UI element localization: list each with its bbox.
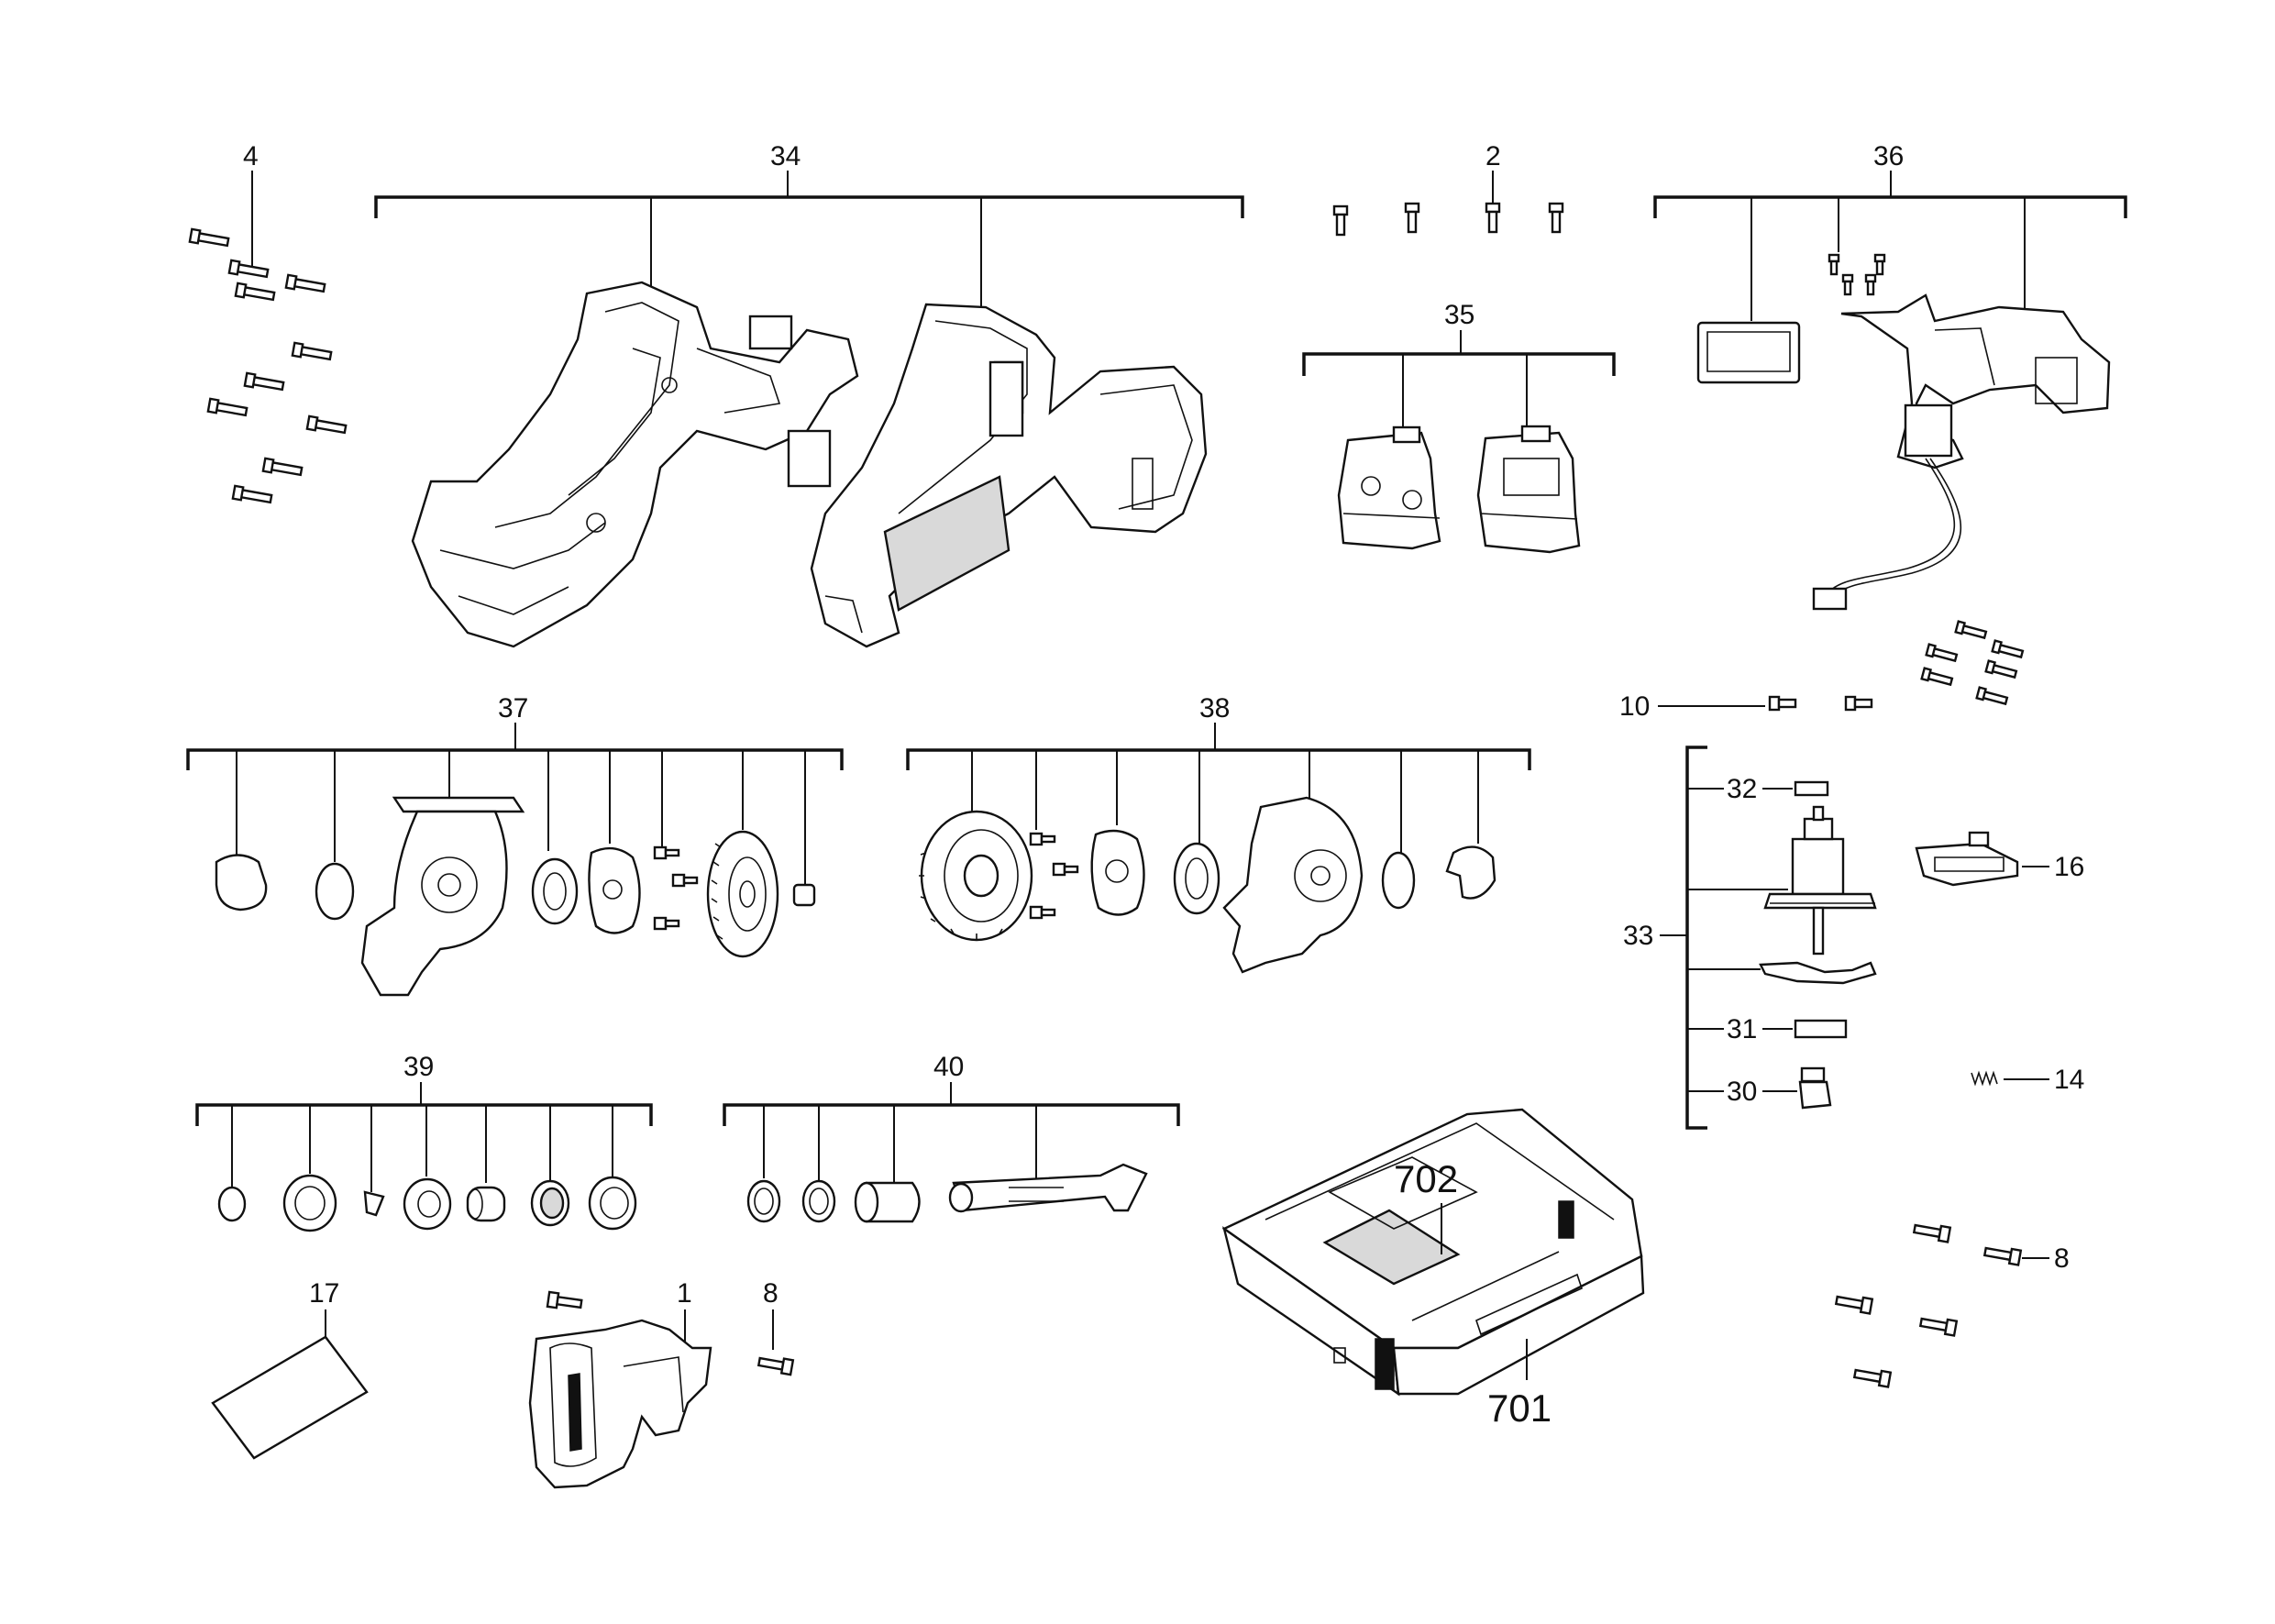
label-sticker-17 [211, 1335, 369, 1460]
label-39: 39 [403, 1052, 434, 1082]
callout-4: 4 [243, 141, 259, 266]
label-31: 31 [1727, 1014, 1757, 1044]
callout-35: 35 [1302, 300, 1616, 440]
gear-housing-right [1476, 425, 1581, 554]
screw-set-8-right [1834, 1223, 2023, 1388]
label-4: 4 [243, 141, 259, 171]
callout-17: 17 [309, 1278, 339, 1339]
callout-702: 702 [1394, 1157, 1458, 1254]
part-16 [1915, 831, 2019, 887]
part-30 [1798, 1066, 1832, 1110]
parts-40 [746, 1163, 1148, 1223]
part-32 [1794, 780, 1829, 797]
callout-40: 40 [723, 1052, 1180, 1192]
label-36: 36 [1873, 141, 1904, 171]
callout-34: 34 [374, 141, 1244, 312]
label-701: 701 [1487, 1386, 1552, 1430]
label-14: 14 [2054, 1065, 2084, 1095]
housing-half-left [411, 281, 859, 648]
gear-train-38 [919, 796, 1496, 974]
label-30: 30 [1727, 1077, 1757, 1107]
label-2: 2 [1485, 141, 1501, 171]
callout-30: 30 [1727, 1077, 1797, 1107]
motor-plate [1759, 961, 1877, 985]
callout-8-left: 8 [763, 1278, 779, 1350]
part-14 [1971, 1070, 1998, 1087]
callout-31: 31 [1727, 1014, 1793, 1044]
label-37: 37 [498, 693, 528, 724]
label-10: 10 [1619, 691, 1650, 722]
callout-14: 14 [2004, 1065, 2084, 1095]
callout-36: 36 [1653, 141, 2127, 321]
callout-32: 32 [1727, 774, 1793, 804]
parts-39 [217, 1174, 637, 1232]
gear-housing-left [1337, 425, 1441, 550]
part-31 [1794, 1019, 1848, 1039]
label-33: 33 [1623, 921, 1653, 951]
label-8-right: 8 [2054, 1243, 2070, 1274]
screw-8-left [756, 1356, 795, 1376]
switch-assembly [1696, 253, 2111, 611]
label-16: 16 [2054, 852, 2084, 882]
screw-set-2 [1332, 202, 1564, 237]
housing-half-right [810, 303, 1208, 648]
gear-train-37 [215, 796, 816, 997]
label-702: 702 [1394, 1157, 1458, 1200]
label-8-left: 8 [763, 1278, 779, 1309]
carry-case [1221, 1108, 1645, 1397]
front-shoe-1 [528, 1290, 712, 1489]
label-34: 34 [770, 141, 801, 171]
motor-33 [1763, 805, 1877, 956]
screw-set-36 [1920, 620, 2025, 706]
label-35: 35 [1444, 300, 1474, 330]
callout-39: 39 [195, 1052, 653, 1192]
screw-set-4 [188, 227, 348, 504]
label-32: 32 [1727, 774, 1757, 804]
callout-8-right: 8 [2022, 1243, 2070, 1274]
callout-38: 38 [906, 693, 1531, 853]
label-1: 1 [677, 1278, 692, 1309]
callout-10: 10 [1619, 691, 1765, 722]
callout-33: 33 [1623, 746, 1788, 1130]
callout-37: 37 [186, 693, 844, 888]
label-40: 40 [933, 1052, 964, 1082]
callout-2: 2 [1485, 141, 1501, 204]
callout-701: 701 [1487, 1339, 1552, 1430]
label-38: 38 [1199, 693, 1230, 724]
callout-16: 16 [2022, 852, 2084, 882]
screw-set-10 [1768, 695, 1873, 712]
label-17: 17 [309, 1278, 339, 1309]
